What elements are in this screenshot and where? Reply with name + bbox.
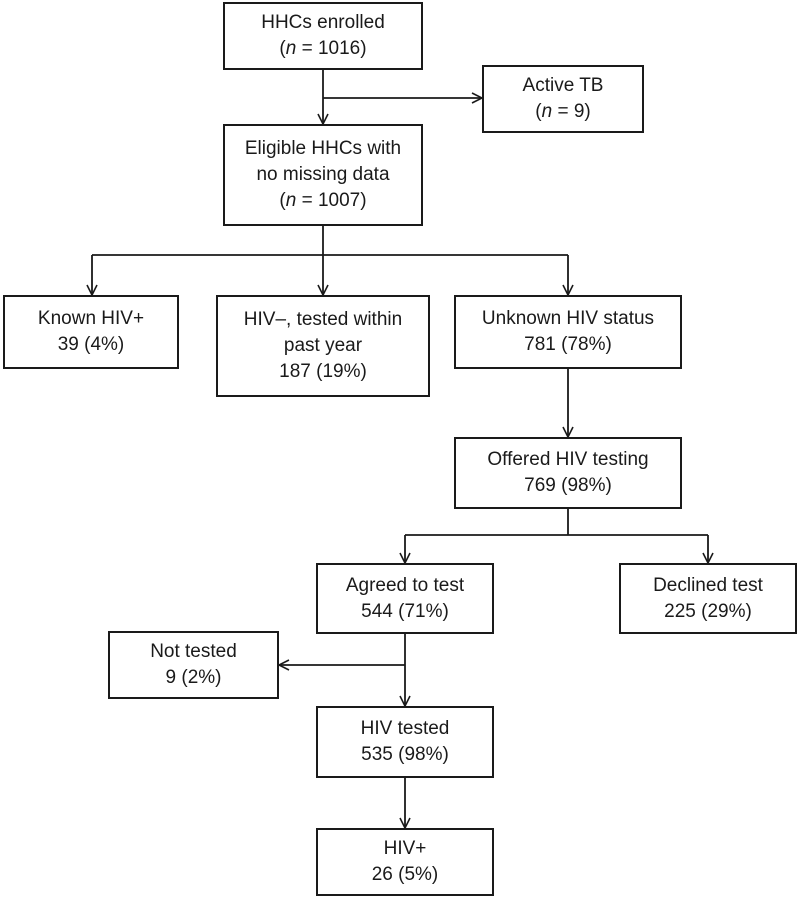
node-offered-hiv-testing: Offered HIV testing 769 (98%)	[454, 437, 682, 509]
node-eligible-hhcs: Eligible HHCs with no missing data (n = …	[223, 124, 423, 226]
node-hiv-tested: HIV tested 535 (98%)	[316, 706, 494, 778]
node-label-line1: HIV–, tested within	[243, 309, 403, 330]
node-count: 187 (19%)	[279, 361, 367, 382]
node-count: (n = 9)	[535, 101, 591, 122]
node-unknown-hiv-status: Unknown HIV status 781 (78%)	[454, 295, 682, 369]
node-label: Unknown HIV status	[481, 308, 655, 329]
node-count: 769 (98%)	[524, 475, 612, 496]
node-count: (n = 1007)	[279, 190, 367, 211]
node-label: HIV tested	[360, 718, 450, 739]
node-count: (n = 1016)	[279, 38, 367, 59]
node-count: 544 (71%)	[361, 600, 449, 622]
node-count: 9 (2%)	[165, 667, 222, 688]
node-count: 781 (78%)	[524, 334, 612, 355]
node-hhcs-enrolled: HHCs enrolled (n = 1016)	[223, 2, 423, 70]
node-label-line1: Eligible HHCs with	[244, 138, 402, 159]
node-label-line2: past year	[283, 335, 363, 356]
node-declined-test: Declined test 225 (29%)	[619, 563, 797, 634]
node-label: HIV+	[383, 838, 427, 859]
node-not-tested: Not tested 9 (2%)	[108, 631, 279, 699]
node-label: Active TB	[522, 75, 604, 96]
node-count: 39 (4%)	[57, 334, 125, 355]
node-active-tb: Active TB (n = 9)	[482, 65, 644, 133]
node-label: Known HIV+	[37, 308, 145, 329]
node-hiv-negative-tested-past-year: HIV–, tested within past year 187 (19%)	[216, 295, 430, 397]
node-label-line2: no missing data	[256, 164, 390, 185]
node-label: HHCs enrolled	[261, 12, 385, 33]
node-label: Agreed to test	[345, 574, 465, 596]
node-known-hiv-positive: Known HIV+ 39 (4%)	[3, 295, 179, 369]
node-agreed-to-test: Agreed to test 544 (71%)	[316, 563, 494, 634]
node-label: Declined test	[653, 574, 763, 596]
node-label: Offered HIV testing	[487, 449, 649, 470]
node-hiv-positive: HIV+ 26 (5%)	[316, 828, 494, 896]
node-count: 225 (29%)	[664, 600, 752, 622]
node-count: 26 (5%)	[371, 864, 439, 885]
node-count: 535 (98%)	[361, 744, 449, 765]
node-label: Not tested	[150, 641, 237, 662]
